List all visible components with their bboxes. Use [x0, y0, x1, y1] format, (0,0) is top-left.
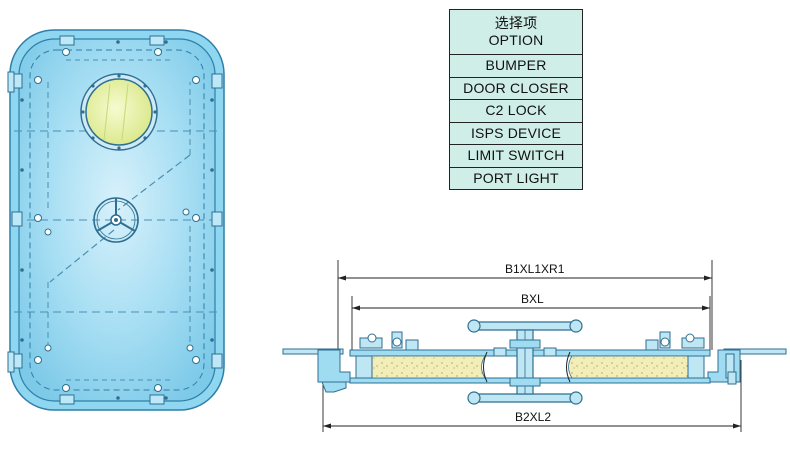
hinge-icon: [7, 71, 15, 373]
option-isps-device: ISPS DEVICE: [449, 121, 583, 145]
door-front-view: [7, 29, 225, 411]
dim-label-bottom: B2XL2: [515, 410, 552, 424]
dim-label-middle: BXL: [521, 292, 544, 306]
handwheel-icon: [93, 197, 139, 243]
options-table: 选择项 OPTION BUMPER DOOR CLOSER C2 LOCK IS…: [449, 9, 583, 190]
dim-label-top: B1XL1XR1: [505, 262, 565, 276]
insulation-left: [371, 355, 486, 379]
option-limit-switch: LIMIT SWITCH: [449, 144, 583, 168]
spindle-handwheel-icon: [467, 319, 583, 405]
insulation-right: [568, 355, 689, 379]
option-c2-lock: C2 LOCK: [449, 99, 583, 123]
options-header-en: OPTION: [488, 32, 544, 48]
option-port-light: PORT LIGHT: [449, 166, 583, 190]
options-table-header: 选择项 OPTION: [449, 9, 583, 55]
port-light: [80, 73, 158, 151]
options-header-cn: 选择项: [494, 15, 538, 31]
